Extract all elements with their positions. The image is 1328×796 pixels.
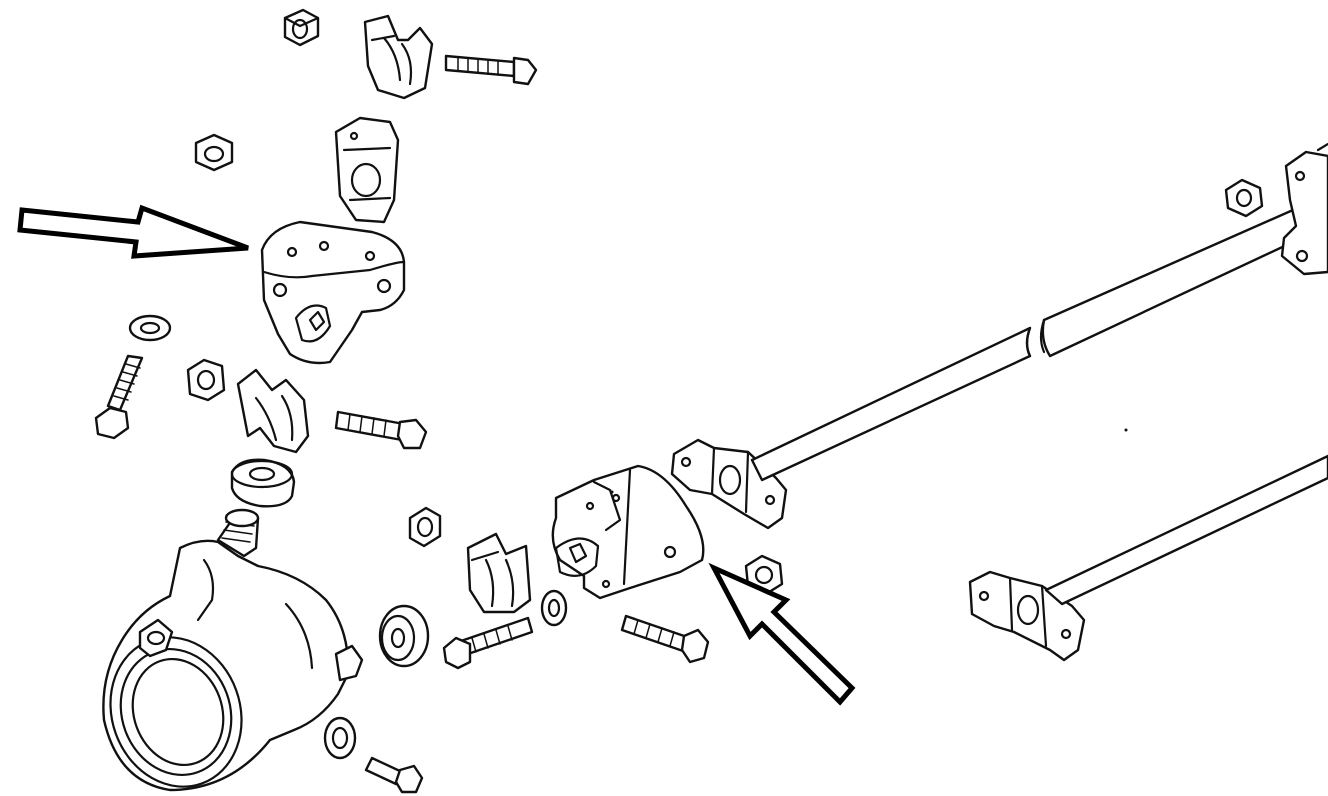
bolt-middle xyxy=(334,410,428,450)
flex-coupling-upper xyxy=(260,220,406,365)
nut-upper-left xyxy=(194,133,234,172)
bushing xyxy=(230,458,296,508)
nut-center xyxy=(408,506,442,548)
callout-arrow-right xyxy=(708,562,856,706)
washer-left xyxy=(128,314,172,342)
bolt-bottom xyxy=(364,756,424,794)
nut-middle-left xyxy=(186,358,226,402)
speck xyxy=(1124,428,1128,432)
propshaft-tube-upper xyxy=(750,204,1313,482)
clamp-yoke-top xyxy=(363,14,434,100)
bolt-coupling xyxy=(620,614,710,664)
nut-far-right xyxy=(1224,178,1264,218)
nut-top xyxy=(283,8,320,47)
callout-arrow-left xyxy=(17,204,249,259)
flex-coupling-lower xyxy=(551,464,705,600)
washer-bottom xyxy=(323,716,357,760)
clamp-yoke-middle xyxy=(236,368,310,454)
clamp-yoke-lower xyxy=(466,532,532,614)
washer-lower xyxy=(540,589,568,627)
clamp-yoke-upper xyxy=(334,116,400,224)
bolt-left-vertical xyxy=(94,354,144,440)
bolt-top xyxy=(444,54,538,86)
bushing-lower xyxy=(378,604,430,668)
bolt-lower xyxy=(442,616,534,670)
transmission-housing xyxy=(102,508,364,792)
rear-yoke xyxy=(1280,142,1328,276)
speck xyxy=(610,490,614,494)
propshaft-lower xyxy=(968,454,1328,662)
